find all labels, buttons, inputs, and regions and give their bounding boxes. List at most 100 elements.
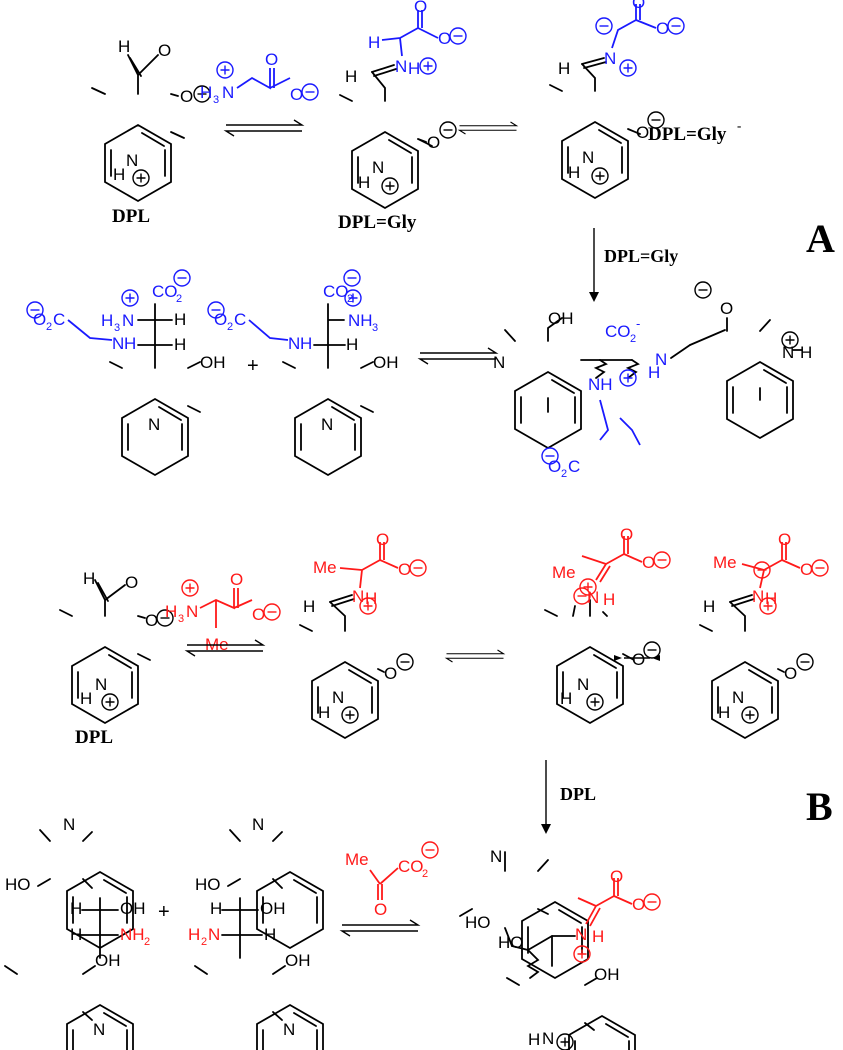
ala-product-1: N HO OH H H NH 2 OH N xyxy=(4,815,150,1050)
svg-text:Me: Me xyxy=(313,558,337,577)
gly-product-2: OH N O 2 C N H NH 3 CO 2 H xyxy=(207,269,399,476)
svg-text:2: 2 xyxy=(422,868,428,880)
svg-text:H: H xyxy=(174,310,186,329)
svg-text:H: H xyxy=(124,334,136,353)
svg-text:O: O xyxy=(784,664,797,683)
svg-text:O: O xyxy=(656,19,669,38)
svg-text:CO: CO xyxy=(398,857,424,876)
compound-label-dpl-gly-anion: DPL=Gly xyxy=(648,124,727,145)
svg-text:H: H xyxy=(80,689,92,708)
svg-text:O: O xyxy=(33,310,46,329)
svg-text:O: O xyxy=(548,457,561,476)
dpl-molecule-a: H O O N H DPL xyxy=(91,37,211,227)
svg-text:O: O xyxy=(720,299,733,318)
svg-text:O: O xyxy=(252,605,265,624)
svg-text:H: H xyxy=(603,590,615,609)
svg-text:N: N xyxy=(582,148,594,167)
svg-text:CO: CO xyxy=(323,282,349,301)
svg-text:2: 2 xyxy=(144,936,150,948)
svg-text:N: N xyxy=(186,602,198,621)
svg-text:Me: Me xyxy=(552,563,576,582)
panel-label-a: A xyxy=(806,216,835,261)
svg-text:2: 2 xyxy=(201,936,207,948)
svg-text:Me: Me xyxy=(713,553,737,572)
svg-text:OH: OH xyxy=(548,309,574,328)
svg-text:H: H xyxy=(174,335,186,354)
svg-text:2: 2 xyxy=(227,321,233,333)
svg-text:O: O xyxy=(145,611,158,630)
svg-text:3: 3 xyxy=(372,322,378,334)
compound-label-dpl: DPL xyxy=(112,206,150,227)
svg-text:H: H xyxy=(70,925,82,944)
svg-text:H: H xyxy=(408,59,420,78)
svg-text:H: H xyxy=(528,1030,540,1049)
svg-text:O: O xyxy=(290,85,303,104)
svg-text:2: 2 xyxy=(176,293,182,305)
svg-text:NH: NH xyxy=(348,311,373,330)
atom-o: O xyxy=(158,41,171,60)
svg-text:H: H xyxy=(300,334,312,353)
svg-text:HO: HO xyxy=(465,913,491,932)
dpl-molecule-b: H O O N H DPL xyxy=(59,569,174,748)
svg-text:OH: OH xyxy=(200,353,226,372)
svg-text:CO: CO xyxy=(605,322,631,341)
glycine-reagent: H 3 N O O xyxy=(200,50,319,106)
svg-text:O: O xyxy=(800,560,813,579)
svg-text:CO: CO xyxy=(152,282,178,301)
svg-text:N: N xyxy=(321,415,333,434)
svg-text:OH: OH xyxy=(260,899,286,918)
svg-text:OH: OH xyxy=(594,965,620,984)
svg-text:N: N xyxy=(222,83,234,102)
svg-text:H: H xyxy=(703,597,715,616)
plus-sign-b: + xyxy=(158,901,170,923)
svg-text:N: N xyxy=(577,675,589,694)
svg-text:O: O xyxy=(632,0,645,12)
svg-text:OH: OH xyxy=(95,951,121,970)
svg-text:H: H xyxy=(345,67,357,86)
svg-text:N: N xyxy=(122,311,134,330)
svg-text:NH: NH xyxy=(588,375,613,394)
svg-text:N: N xyxy=(112,334,124,353)
svg-text:Me: Me xyxy=(345,850,369,869)
svg-text:O: O xyxy=(632,650,645,669)
svg-text:O: O xyxy=(265,50,278,69)
svg-text:N: N xyxy=(283,1020,295,1039)
svg-text:N: N xyxy=(587,588,599,607)
atom-o: O xyxy=(180,87,193,106)
svg-text:3: 3 xyxy=(114,322,120,334)
svg-text:OH: OH xyxy=(120,899,146,918)
svg-text:N: N xyxy=(93,1020,105,1039)
svg-text:HO: HO xyxy=(5,875,31,894)
svg-text:H: H xyxy=(264,925,276,944)
svg-text:3: 3 xyxy=(213,94,219,106)
svg-text:2: 2 xyxy=(46,321,52,333)
svg-text:H: H xyxy=(318,703,330,722)
svg-text:O: O xyxy=(398,560,411,579)
svg-text:O: O xyxy=(642,553,655,572)
svg-text:O: O xyxy=(230,570,243,589)
panel-label-b: B xyxy=(806,784,833,829)
svg-text:NH: NH xyxy=(120,925,145,944)
gly-adduct-a: N OH NH CO 2 - N H O 2 C xyxy=(493,281,812,480)
atom-h: H xyxy=(113,165,125,184)
svg-text:2: 2 xyxy=(561,468,567,480)
svg-text:O: O xyxy=(610,867,623,886)
plus-sign-a: + xyxy=(247,355,259,377)
svg-text:N: N xyxy=(95,675,107,694)
svg-text:H: H xyxy=(165,602,177,621)
gly-product-1: OH N O 2 C N H H 3 N CO 2 H H xyxy=(26,269,226,476)
svg-text:H: H xyxy=(800,343,812,362)
svg-text:N: N xyxy=(208,925,220,944)
quinonoid-2: H O N H N H Me O O xyxy=(699,530,829,739)
svg-text:N: N xyxy=(332,688,344,707)
svg-text:O: O xyxy=(125,573,138,592)
svg-text:O: O xyxy=(384,664,397,683)
svg-text:N: N xyxy=(655,350,667,369)
panel-a: H O O N H DPL H 3 N O O H xyxy=(26,0,835,480)
pyruvate: Me O CO 2 xyxy=(345,841,439,919)
dpl-gly-anion-molecule: H O N H N O O DPL=Gly - xyxy=(549,0,741,199)
svg-text:N: N xyxy=(575,925,587,944)
svg-text:N: N xyxy=(542,1029,554,1048)
svg-text:H: H xyxy=(303,597,315,616)
svg-text:O: O xyxy=(778,530,791,549)
